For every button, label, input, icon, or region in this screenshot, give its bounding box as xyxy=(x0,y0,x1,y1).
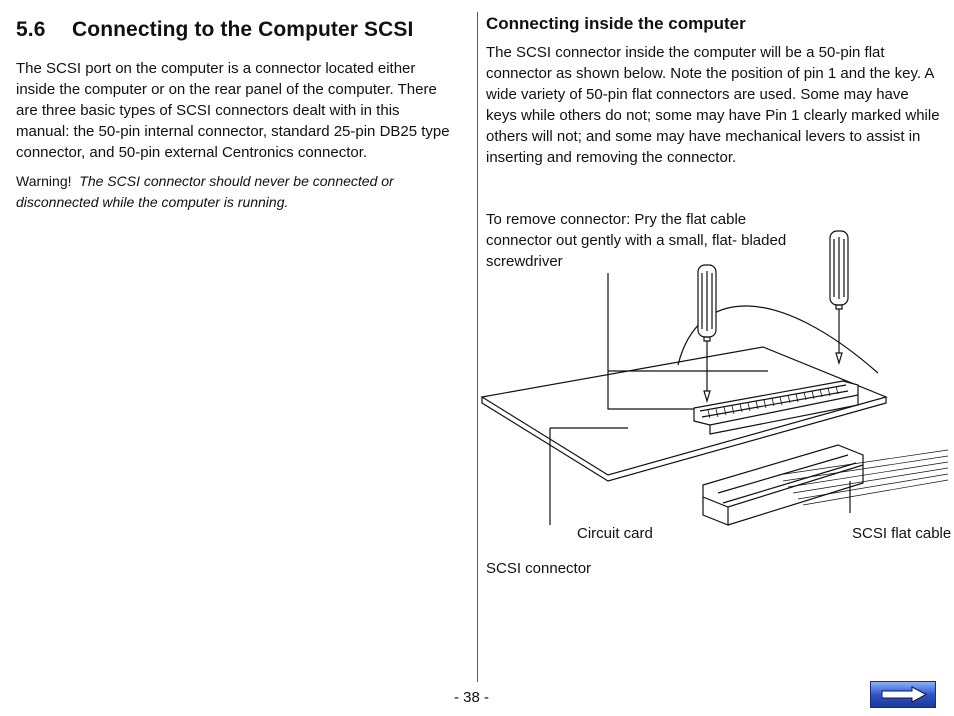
subsection-heading: Connecting inside the computer xyxy=(486,14,746,33)
warning-note: Warning! The SCSI connector should never… xyxy=(16,171,456,213)
screwdriver-left xyxy=(697,264,717,404)
cable-connector xyxy=(702,444,864,508)
right-column: Connecting inside the computer The SCSI … xyxy=(486,14,941,168)
warning-text: The SCSI connector should never be conne… xyxy=(16,173,394,210)
label-scsi-flat-cable: SCSI flat cable xyxy=(852,525,952,542)
screwdriver-right xyxy=(829,230,849,366)
flat-cable-top xyxy=(677,305,879,374)
column-divider xyxy=(477,12,478,682)
section-heading: 5.6 Connecting to the Computer SCSI xyxy=(16,18,456,42)
section-title: Connecting to the Computer SCSI xyxy=(72,18,414,41)
label-circuit-card: Circuit card xyxy=(577,525,653,542)
label-scsi-connector: SCSI connector xyxy=(486,560,592,577)
remove-instructions: To remove connector: Pry the flat cable … xyxy=(486,211,787,270)
connector-illustration xyxy=(480,230,948,526)
section-number: 5.6 xyxy=(16,18,46,41)
subsection-paragraph: The SCSI connector inside the computer w… xyxy=(486,44,940,166)
left-column: 5.6 Connecting to the Computer SCSI The S… xyxy=(16,18,456,213)
intro-paragraph: The SCSI port on the computer is a conne… xyxy=(16,60,450,161)
warning-label: Warning! xyxy=(16,173,72,189)
page-number: - 38 - xyxy=(454,689,490,706)
next-arrow-icon xyxy=(870,681,936,708)
next-page-button[interactable] xyxy=(870,681,936,708)
callout-pin1 xyxy=(607,273,694,410)
